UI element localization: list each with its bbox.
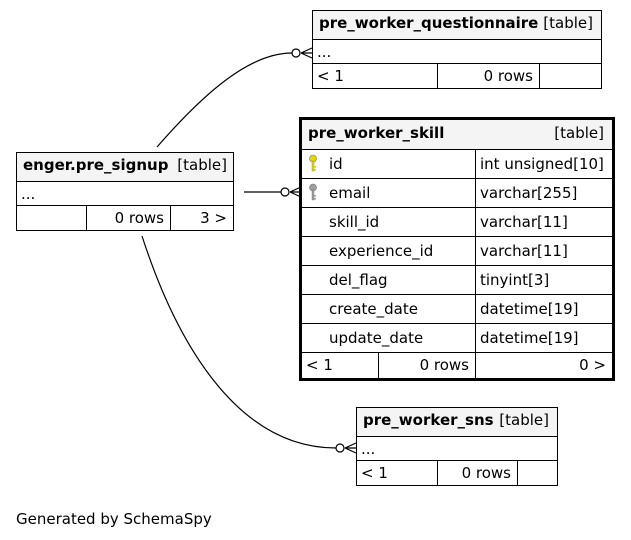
table-footer: < 1 0 rows — [313, 64, 601, 88]
table-footer: 0 rows 3 > — [17, 206, 233, 230]
columns-placeholder: ... — [21, 185, 36, 203]
optional-marker-questionnaire — [291, 48, 301, 58]
columns-placeholder: ... — [361, 440, 376, 458]
table-type: [table] — [554, 124, 604, 142]
columns-placeholder: ... — [317, 43, 332, 61]
children-count: 3 > — [200, 209, 227, 227]
row-count: 0 rows — [461, 464, 511, 482]
column-type: tinyint[3] — [480, 271, 550, 289]
table-header[interactable]: pre_worker_questionnaire [table] — [313, 11, 601, 40]
parents-count: < 1 — [306, 356, 333, 374]
column-row-create-date[interactable]: create_date datetime[19] — [302, 295, 612, 324]
column-row-skill-id[interactable]: skill_id varchar[11] — [302, 208, 612, 237]
columns-placeholder-row: ... — [17, 182, 233, 206]
column-type: int unsigned[10] — [480, 155, 604, 173]
table-pre-worker-skill[interactable]: pre_worker_skill [table] id int unsigned[… — [299, 117, 615, 381]
table-name[interactable]: pre_worker_questionnaire — [319, 14, 539, 32]
table-header[interactable]: pre_worker_sns [table] — [357, 408, 557, 437]
foreign-key-icon — [309, 183, 317, 201]
column-name: create_date — [329, 300, 418, 318]
table-type: [table] — [177, 156, 227, 174]
crowfoot-questionnaire — [300, 47, 313, 59]
column-row-experience-id[interactable]: experience_id varchar[11] — [302, 237, 612, 266]
row-count: 0 rows — [114, 209, 164, 227]
column-type: varchar[11] — [480, 242, 568, 260]
row-count: 0 rows — [419, 356, 469, 374]
column-type: datetime[19] — [480, 329, 579, 347]
optional-marker-skill — [280, 187, 290, 197]
column-type: varchar[11] — [480, 213, 568, 231]
table-footer: < 1 0 rows — [357, 461, 557, 485]
table-name[interactable]: pre_worker_skill — [308, 124, 445, 142]
column-type: datetime[19] — [480, 300, 579, 318]
table-type: [table] — [543, 14, 593, 32]
table-pre-worker-sns[interactable]: pre_worker_sns [table] ... < 1 0 rows — [356, 407, 558, 486]
column-name: id — [329, 155, 343, 173]
column-name: del_flag — [329, 271, 388, 289]
table-footer: < 1 0 rows 0 > — [302, 353, 612, 378]
column-type: varchar[255] — [480, 184, 578, 202]
children-count: 0 > — [579, 356, 606, 374]
relationship-signup-questionnaire — [156, 52, 293, 148]
column-name: update_date — [329, 329, 424, 347]
column-name: experience_id — [329, 242, 434, 260]
columns-placeholder-row: ... — [357, 437, 557, 461]
table-name[interactable]: pre_worker_sns — [363, 411, 494, 429]
parents-count: < 1 — [361, 464, 388, 482]
parents-count: < 1 — [317, 67, 344, 85]
relationship-signup-sns — [141, 235, 337, 449]
row-count: 0 rows — [483, 67, 533, 85]
columns-placeholder-row: ... — [313, 40, 601, 64]
table-header[interactable]: enger.pre_signup [table] — [17, 153, 233, 182]
column-row-del-flag[interactable]: del_flag tinyint[3] — [302, 266, 612, 295]
crowfoot-sns — [344, 442, 357, 454]
column-name: skill_id — [329, 213, 380, 231]
column-row-id[interactable]: id int unsigned[10] — [302, 150, 612, 179]
column-row-email[interactable]: email varchar[255] — [302, 179, 612, 208]
table-pre-worker-questionnaire[interactable]: pre_worker_questionnaire [table] ... < 1… — [312, 10, 602, 89]
primary-key-icon — [309, 154, 317, 172]
generator-credit: Generated by SchemaSpy — [16, 510, 212, 528]
table-type: [table] — [499, 411, 549, 429]
table-enger-pre-signup[interactable]: enger.pre_signup [table] ... 0 rows 3 > — [16, 152, 234, 231]
column-name: email — [329, 184, 371, 202]
column-row-update-date[interactable]: update_date datetime[19] — [302, 324, 612, 353]
table-header[interactable]: pre_worker_skill [table] — [302, 120, 612, 150]
table-name[interactable]: enger.pre_signup — [23, 156, 169, 174]
optional-marker-sns — [335, 443, 345, 453]
